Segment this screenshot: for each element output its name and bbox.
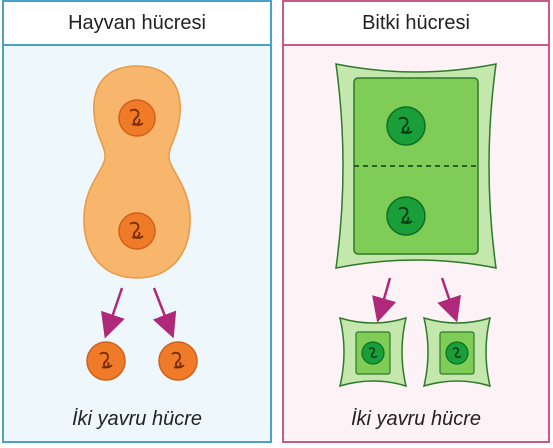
animal-daughter-cell-left <box>87 342 125 380</box>
arrow-left-icon <box>108 288 122 329</box>
animal-nucleus-top <box>119 100 155 136</box>
plant-nucleus-top <box>387 107 425 145</box>
plant-nucleus-bottom <box>387 197 425 235</box>
animal-daughter-cell-right <box>159 342 197 380</box>
animal-caption: İki yavru hücre <box>4 408 270 431</box>
arrow-right-icon <box>442 278 454 313</box>
animal-cell-panel: Hayvan hücresi İki yavru hücre <box>2 0 272 443</box>
animal-panel-title: Hayvan hücresi <box>4 2 270 46</box>
arrow-right-icon <box>154 288 170 329</box>
plant-panel-title: Bitki hücresi <box>284 2 548 46</box>
animal-cell-division-illustration <box>4 46 270 396</box>
plant-cell-panel: Bitki hücresi <box>282 0 550 443</box>
plant-cell-division-illustration <box>284 46 548 396</box>
animal-nucleus-bottom <box>119 213 155 249</box>
plant-caption: İki yavru hücre <box>284 408 548 431</box>
plant-daughter-cell-left <box>340 318 406 386</box>
plant-daughter-cell-right <box>424 318 490 386</box>
arrow-left-icon <box>380 278 390 313</box>
